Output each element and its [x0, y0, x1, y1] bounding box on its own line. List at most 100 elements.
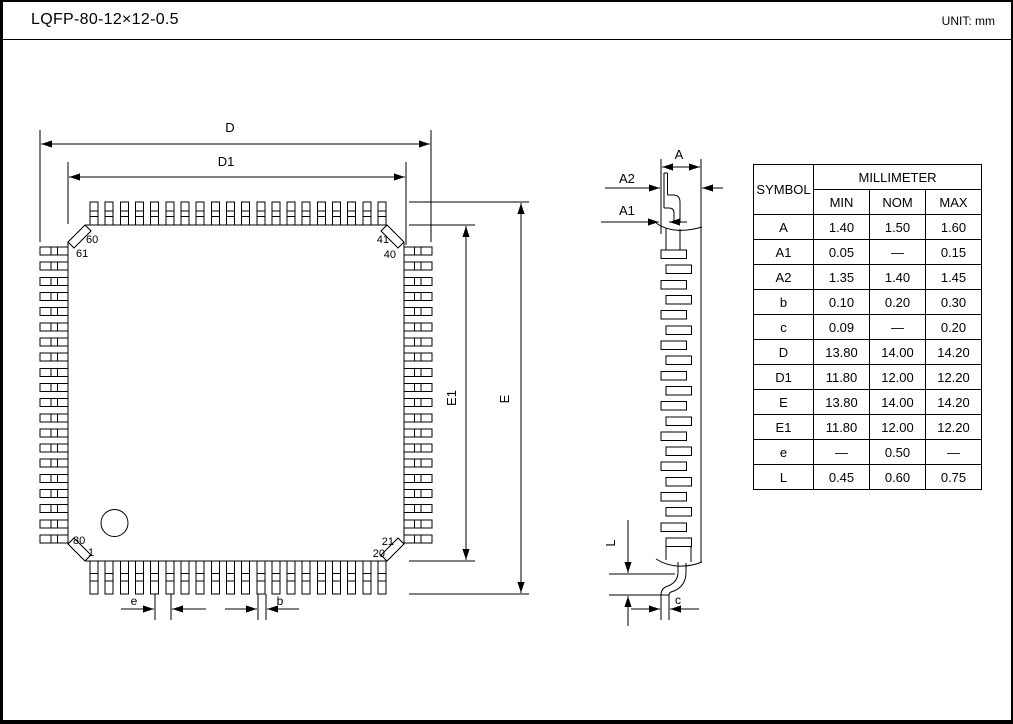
- pin: [362, 201, 372, 226]
- pin: [403, 291, 433, 301]
- pin: [195, 560, 205, 595]
- pin: [134, 560, 144, 595]
- package-top-view: [39, 130, 529, 620]
- pin: [39, 519, 69, 529]
- pin: [210, 560, 220, 595]
- side-pin: [660, 249, 687, 259]
- pin: [39, 489, 69, 499]
- top-view-labels: D D1 E1 E e b 60 61 41 40 80 1 21 20: [73, 120, 512, 608]
- table-cell-sym: c: [753, 314, 814, 340]
- pin: [403, 352, 433, 362]
- pin: [39, 428, 69, 438]
- pins-side-stack: [660, 249, 692, 548]
- table-cell-nom: 14.00: [869, 389, 926, 415]
- unit-label: UNIT: mm: [941, 14, 995, 28]
- pin: [119, 201, 129, 226]
- pin: [403, 276, 433, 286]
- pin-number-80: 80: [73, 535, 85, 547]
- pin: [180, 560, 190, 595]
- pin: [225, 560, 235, 595]
- chamfer-top-right: [380, 224, 405, 249]
- col-header-nom: NOM: [869, 189, 926, 215]
- pin: [403, 473, 433, 483]
- chamfer-top-left: [67, 224, 92, 249]
- pin: [403, 443, 433, 453]
- dim-label-E: E: [497, 394, 512, 403]
- pin: [403, 307, 433, 317]
- pin: [301, 201, 311, 226]
- pin: [39, 276, 69, 286]
- table-cell-min: 1.35: [813, 264, 870, 290]
- table-header-row: SYMBOL MILLIMETER: [753, 164, 982, 215]
- table-cell-max: 0.15: [925, 239, 982, 265]
- dim-label-A: A: [675, 147, 684, 162]
- pin: [256, 560, 266, 595]
- pin: [403, 428, 433, 438]
- side-pin: [665, 476, 692, 487]
- pin: [403, 337, 433, 347]
- pin: [403, 322, 433, 332]
- pin: [316, 201, 326, 226]
- table-subheader-row: MIN NOM MAX: [754, 189, 982, 215]
- pin-number-61: 61: [76, 248, 88, 260]
- pin: [39, 473, 69, 483]
- table-cell-min: 13.80: [813, 339, 870, 365]
- pin: [39, 367, 69, 377]
- side-pin: [660, 431, 687, 441]
- table-cell-min: 11.80: [813, 414, 870, 440]
- side-pin: [660, 492, 687, 502]
- table-cell-sym: A: [753, 214, 814, 240]
- pin: [301, 560, 311, 595]
- pins-bottom-side: [89, 560, 387, 595]
- dim-label-c: c: [675, 593, 681, 607]
- side-pin: [660, 461, 687, 472]
- pin: [362, 560, 372, 595]
- body-break-top: [655, 222, 703, 231]
- pin: [89, 560, 99, 595]
- pin: [377, 201, 387, 226]
- table-cell-nom: 0.60: [869, 464, 926, 490]
- table-cell-sym: e: [753, 439, 814, 465]
- table-cell-sym: A1: [753, 239, 814, 265]
- table-row: e—0.50—: [753, 439, 982, 465]
- pin1-indicator: [100, 509, 129, 537]
- table-cell-sym: E: [753, 389, 814, 415]
- table-cell-nom: 1.50: [869, 214, 926, 240]
- pin: [332, 201, 342, 226]
- lead-profile-top: [663, 172, 681, 223]
- pins-right-side: [403, 246, 433, 544]
- pin: [377, 560, 387, 595]
- pin: [39, 413, 69, 423]
- pin-number-21: 21: [382, 536, 394, 548]
- table-cell-min: 1.40: [813, 214, 870, 240]
- col-header-min: MIN: [813, 189, 870, 215]
- pin-number-40: 40: [384, 249, 396, 261]
- pin: [39, 352, 69, 362]
- side-pin: [665, 537, 692, 548]
- chamfer-bottom-left: [67, 537, 92, 562]
- pin: [89, 201, 99, 226]
- pin: [39, 337, 69, 347]
- table-cell-min: 0.10: [813, 289, 870, 315]
- pin: [39, 398, 69, 408]
- side-pin: [660, 279, 687, 290]
- lead-profile-bottom: [660, 562, 687, 596]
- table-cell-max: 14.20: [925, 389, 982, 415]
- pin: [286, 560, 296, 595]
- side-view-labels: A A2 A1 L c: [603, 147, 684, 607]
- table-cell-max: 0.75: [925, 464, 982, 490]
- table-cell-sym: E1: [753, 414, 814, 440]
- pin: [39, 291, 69, 301]
- pin: [403, 246, 433, 256]
- side-pin: [660, 522, 687, 532]
- pin: [39, 261, 69, 271]
- pin: [150, 560, 160, 595]
